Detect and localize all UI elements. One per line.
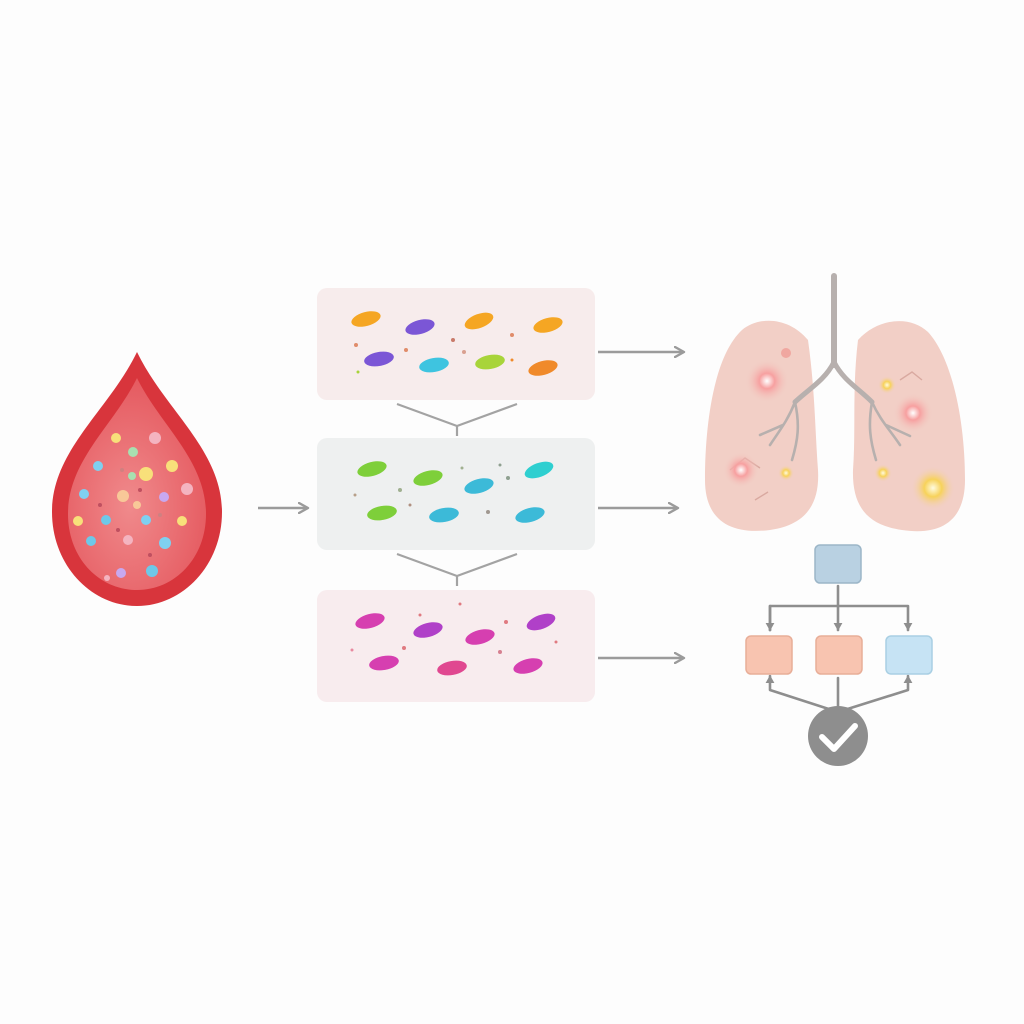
particle [506,476,510,480]
network-node-right [885,635,933,675]
cell-cluster-1 [351,311,563,376]
blood-cell-particles [73,432,193,581]
checkmark-badge [808,706,868,766]
cell [351,311,381,327]
particle [554,640,558,644]
cell [367,505,397,521]
cell-panel-2 [317,438,595,550]
particle [86,536,96,546]
particle [104,575,110,581]
particle [458,602,462,606]
network-node-top [814,544,862,584]
cell [357,461,387,477]
merge-bracket-2 [396,552,518,586]
network-node-middle [815,635,863,675]
particle [117,490,129,502]
particle [356,370,360,374]
particle [177,516,187,526]
particle [128,447,138,457]
particle [462,350,466,354]
cell [419,357,449,373]
cell-cluster-2 [353,461,554,523]
particle [123,535,133,545]
lungs-icon [705,273,965,532]
particle [101,515,111,525]
cell [465,629,495,645]
particle [510,333,514,337]
network-diagram-icon [745,544,933,766]
cell [464,478,494,494]
check-icon [819,723,858,752]
cell [524,461,554,479]
cell-panel-3 [317,590,595,702]
particle [404,348,408,352]
particle [116,528,120,532]
particle [79,489,89,499]
particle [116,568,126,578]
particle [73,516,83,526]
particle [498,463,502,467]
particle [133,501,141,509]
particle [181,483,193,495]
cell [429,507,459,523]
particle [146,565,158,577]
particle [350,648,354,652]
cell [413,470,443,486]
cell-panel-1 [317,288,595,400]
particle [139,467,153,481]
cell [464,312,494,330]
particle [138,488,142,492]
particle [486,510,490,514]
blood-drop-icon [52,352,222,606]
cell [475,354,505,370]
particle [159,492,169,502]
particle [510,358,514,362]
cell [526,613,556,631]
particle [93,461,103,471]
particle [111,433,121,443]
particle [418,613,422,617]
cell [513,658,543,674]
network-node-left [745,635,793,675]
particle [353,493,357,497]
particle [408,503,412,507]
particle [148,553,152,557]
cell [405,319,435,335]
particle [451,338,455,342]
particle [166,460,178,472]
cell [355,613,385,629]
cell [369,655,399,671]
cell [528,360,558,376]
cell [364,351,394,367]
particle [460,466,464,470]
cell [515,507,545,523]
cell-cluster-3 [350,602,558,676]
particle [354,343,358,347]
particle [120,468,124,472]
particle [398,488,402,492]
particle [149,432,161,444]
particle [504,620,508,624]
particle [128,472,136,480]
particle [498,650,502,654]
particle [159,537,171,549]
particle [98,503,102,507]
particle [158,513,162,517]
cell [413,622,443,638]
merge-bracket-1 [396,402,518,436]
cell [437,660,467,676]
cell [533,317,563,333]
particle [402,646,406,650]
particle [141,515,151,525]
